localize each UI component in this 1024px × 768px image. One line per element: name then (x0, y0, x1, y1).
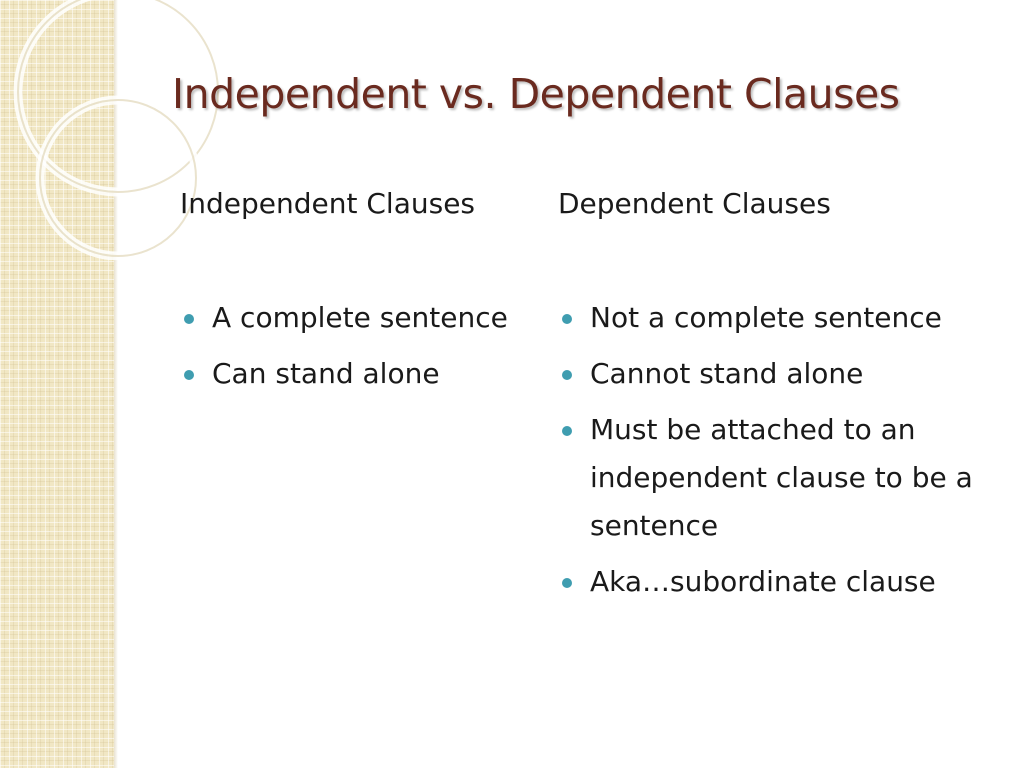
list-item: Can stand alone (180, 350, 510, 398)
left-column-heading: Independent Clauses (180, 187, 476, 220)
list-item: Not a complete sentence (558, 294, 978, 342)
bullet-dot-icon (562, 426, 572, 436)
side-band-shadow (114, 0, 118, 768)
bullet-text: Must be attached to an independent claus… (590, 413, 973, 542)
bullet-text: Aka…subordinate clause (590, 565, 936, 598)
bullet-text: A complete sentence (212, 301, 508, 334)
left-column: Independent Clauses A complete sentence … (180, 180, 510, 406)
bullet-text: Cannot stand alone (590, 357, 864, 390)
list-item: Must be attached to an independent claus… (558, 406, 978, 550)
bullet-dot-icon (184, 370, 194, 380)
bullet-dot-icon (184, 314, 194, 324)
bullet-dot-icon (562, 314, 572, 324)
list-item: Aka…subordinate clause (558, 558, 978, 606)
right-column: Dependent Clauses Not a complete sentenc… (558, 180, 978, 614)
bullet-text: Not a complete sentence (590, 301, 942, 334)
bullet-dot-icon (562, 370, 572, 380)
right-bullet-list: Not a complete sentence Cannot stand alo… (558, 294, 978, 606)
decorative-rings-icon (13, 0, 223, 260)
list-item: A complete sentence (180, 294, 510, 342)
bullet-text: Can stand alone (212, 357, 440, 390)
right-column-heading: Dependent Clauses (558, 187, 831, 220)
left-bullet-list: A complete sentence Can stand alone (180, 294, 510, 398)
list-item: Cannot stand alone (558, 350, 978, 398)
bullet-dot-icon (562, 578, 572, 588)
slide-title: Independent vs. Dependent Clauses (172, 70, 900, 118)
